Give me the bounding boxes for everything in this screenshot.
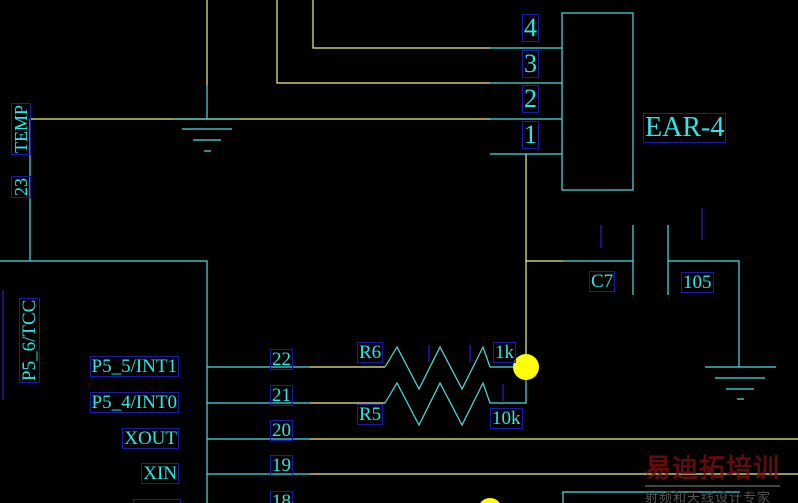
chip-top-pin-name: TEMP xyxy=(11,102,31,155)
chip-side-pin-name: P5_6/TCC xyxy=(19,297,40,383)
resistor-value-r6: 1k xyxy=(493,342,516,363)
chip-pin-number: 21 xyxy=(270,385,293,406)
connector-pin-1: 1 xyxy=(522,120,539,149)
chip-pin-name: XOUT xyxy=(122,428,179,449)
resistor-r6 xyxy=(384,345,526,391)
watermark-title: 易迪拓培训 xyxy=(645,454,781,484)
capacitor-ref: C7 xyxy=(589,271,616,292)
connector-pin-4: 4 xyxy=(522,13,539,42)
chip-pin-number: 18 xyxy=(270,491,293,503)
chip-pin-lines xyxy=(207,366,310,475)
connector-body xyxy=(561,12,634,191)
resistor-ref-r5: R5 xyxy=(357,404,384,425)
watermark: 易迪拓培训 射频和天线设计专家 xyxy=(645,448,781,503)
wire xyxy=(312,0,490,49)
capacitor-value: 105 xyxy=(681,272,714,293)
resistor-r5 xyxy=(384,367,527,427)
connector-name: EAR-4 xyxy=(643,112,727,143)
chip-pin-name: P5_5/INT1 xyxy=(89,356,179,377)
watermark-subtitle: 射频和天线设计专家 xyxy=(645,485,781,503)
ground-symbol xyxy=(705,366,776,400)
wire xyxy=(276,0,490,84)
resistor-ref-r6: R6 xyxy=(357,342,384,363)
capacitor-c7 xyxy=(563,225,740,367)
ground-symbol xyxy=(173,118,240,152)
chip-pin-number: 20 xyxy=(270,420,293,441)
connector-pin-3: 3 xyxy=(522,49,539,78)
chip-body xyxy=(0,119,208,503)
wire xyxy=(310,366,385,404)
chip-pin-name: P5_4/INT0 xyxy=(89,392,179,413)
wire xyxy=(310,438,798,475)
junction-dot xyxy=(480,498,500,503)
chip-pin-name xyxy=(133,499,181,503)
connector-pin-2: 2 xyxy=(522,84,539,113)
pin-lines xyxy=(490,47,562,155)
chip-top-pin-number: 23 xyxy=(11,176,31,198)
chip-pin-name: XIN xyxy=(141,463,179,484)
wire xyxy=(562,491,740,503)
resistor-value-r5: 10k xyxy=(490,408,523,429)
junction-dot xyxy=(513,354,539,380)
chip-pin-number: 19 xyxy=(270,455,293,476)
pin-marks xyxy=(2,208,703,401)
chip-pin-number: 22 xyxy=(270,349,293,370)
